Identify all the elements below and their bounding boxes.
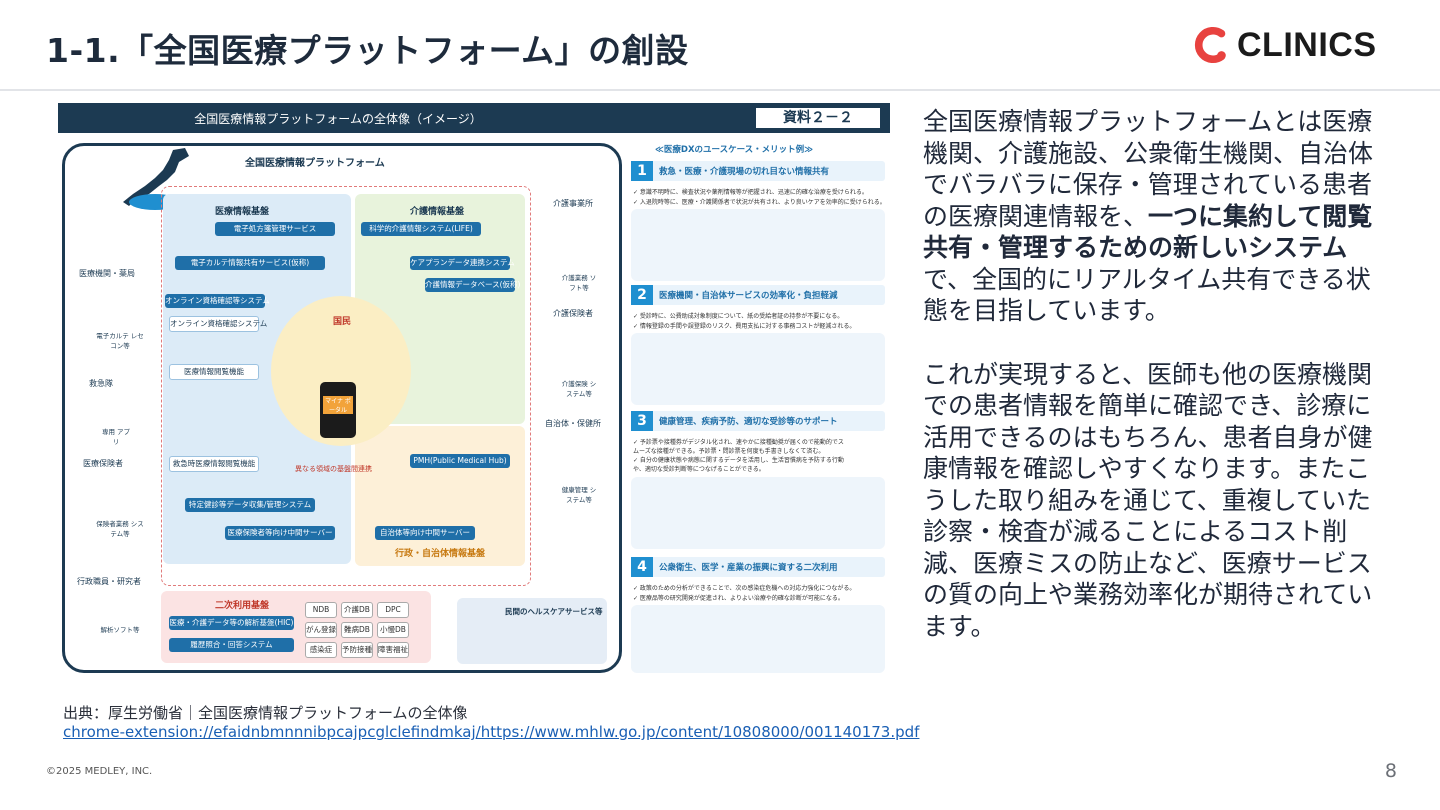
admin-box-1: PMH(Public Medical Hub) — [410, 454, 510, 468]
db-label-8: 予防接種 — [341, 642, 373, 658]
explanation-text: 全国医療情報プラットフォームとは医療機関、介護施設、公衆衛生機関、自治体でバラバ… — [923, 106, 1373, 642]
admin-box-2: 自治体等向け中間サーバー — [375, 526, 475, 540]
copyright: ©2025 MEDLEY, INC. — [46, 766, 153, 777]
paragraph-1-emphasis: 一つに集約して閲覧共有・管理するための新しいシステム — [923, 201, 1373, 263]
usecase-3-title: 健康管理、疾病予防、適切な受診等のサポート — [659, 417, 838, 427]
app-label: マイナ ポータル — [323, 396, 353, 414]
usecase-3-line-1: ✓ 予診票や接種券がデジタル化され、速やかに接種勧奨が届くので能動的でス — [633, 439, 844, 446]
db-label-2: 介護DB — [341, 602, 373, 618]
left-node-3: 医療保険者 — [83, 459, 123, 468]
usecase-4-illustration — [631, 605, 885, 673]
platform-label: 全国医療情報プラットフォーム — [245, 158, 385, 169]
figure-title-bar: 全国医療情報プラットフォームの全体像（イメージ） 資料２－２ — [58, 103, 890, 133]
secondary-box-1: 医療・介護データ等の解析基盤(HIC) — [169, 616, 294, 630]
medical-box-6: 救急時医療情報閲覧機能 — [169, 456, 259, 472]
header-divider — [0, 89, 1440, 91]
medical-base-label: 医療情報基盤 — [215, 207, 270, 217]
usecase-2-line-1: ✓ 受診時に、公費助成対象制度について、紙の受給者証の持参が不要になる。 — [633, 313, 844, 320]
figure-title: 全国医療情報プラットフォームの全体像（イメージ） — [194, 112, 482, 126]
usecase-1-illustration — [631, 209, 885, 281]
db-label-6: 小慢DB — [377, 622, 409, 638]
usecase-1-header: 1 救急・医療・介護現場の切れ目ない情報共有 — [631, 161, 885, 181]
db-label-7: 感染症 — [305, 642, 337, 658]
secondary-base-label: 二次利用基盤 — [215, 601, 270, 611]
private-service-label: 民間のヘルスケアサービス等 — [505, 607, 603, 616]
right-node-2: 介護保険者 — [553, 309, 593, 318]
logo-text: CLINICS — [1237, 25, 1377, 64]
device-label-3: 保険者業務 システム等 — [96, 520, 144, 538]
usecase-2-title: 医療機関・自治体サービスの効率化・負担軽減 — [659, 291, 838, 301]
usecase-heading: ≪医療DXのユースケース・メリット例≫ — [655, 145, 814, 155]
db-label-5: 難病DB — [341, 622, 373, 638]
usecase-3-line-2: ムーズな接種ができる。予診票・問診票を何度も手書きしなくて済む。 — [633, 448, 825, 455]
paragraph-1: 全国医療情報プラットフォームとは医療機関、介護施設、公衆衛生機関、自治体でバラバ… — [923, 106, 1373, 327]
linkage-label: 異なる領域の基盤間連携 — [295, 465, 372, 473]
usecase-1-line-1: ✓ 意識不明時に、検査状況や薬剤情報等が把握され、迅速に的確な治療を受けられる。 — [633, 189, 868, 196]
usecase-3-header: 3 健康管理、疾病予防、適切な受診等のサポート — [631, 411, 885, 431]
page-number: 8 — [1384, 760, 1397, 782]
admin-base-area — [355, 426, 525, 566]
paragraph-2: これが実現すると、医師も他の医療機関での患者情報を簡単に確認でき、診療に活用でき… — [923, 359, 1373, 641]
db-label-3: DPC — [377, 602, 409, 618]
db-label-4: がん登録 — [305, 622, 337, 638]
usecase-1-line-2: ✓ 入退院時等に、医療・介護関係者で状況が共有され、より良いケアを効率的に受けら… — [633, 199, 886, 206]
left-node-2: 救急隊 — [89, 379, 113, 388]
medical-box-5: 医療情報閲覧機能 — [169, 364, 259, 380]
secondary-box-2: 履歴照合・回答システム — [169, 638, 294, 652]
left-node-1: 医療機関・薬局 — [79, 269, 135, 278]
usecase-3-line-4: や、適切な受診判断等につなげることができる。 — [633, 466, 765, 473]
care-box-2: ケアプランデータ連携システム — [410, 256, 515, 270]
source-link[interactable]: chrome-extension://efaidnbmnnnibpcajpcgl… — [63, 723, 920, 741]
usecase-2-header: 2 医療機関・自治体サービスの効率化・負担軽減 — [631, 285, 885, 305]
usecase-4-number: 4 — [631, 557, 653, 577]
db-label-9: 障害福祉 — [377, 642, 409, 658]
device-label-5: 介護業務 ソフト等 — [561, 274, 597, 292]
usecase-4-line-2: ✓ 医療品等の研究開発が促進され、よりよい治療や的確な診断が可能になる。 — [633, 595, 844, 602]
page-title: 1-1.「全国医療プラットフォーム」の創設 — [46, 31, 689, 70]
medical-box-4: オンライン資格確認システム — [169, 316, 267, 332]
diagram-main-panel: 全国医療情報プラットフォーム 医療情報基盤 電子処方箋管理サービス 電子カルテ情… — [62, 143, 622, 673]
private-service-area — [457, 598, 607, 664]
medical-box-2: 電子カルテ情報共有サービス(仮称) — [175, 256, 325, 270]
paragraph-1-intro: 全国医療情報プラットフォームとは医療機関、介護施設、公衆衛生機関、自治体でバラバ… — [923, 107, 1374, 231]
usecase-3-number: 3 — [631, 411, 653, 431]
care-base-label: 介護情報基盤 — [410, 207, 465, 217]
device-label-6: 介護保険 システム等 — [561, 380, 597, 398]
paragraph-gap — [923, 327, 1373, 359]
clinics-logo: CLINICS — [1193, 25, 1377, 65]
usecase-3-line-3: ✓ 自分の健康状態や病態に関するデータを活用し、生活習慣病を予防する行動 — [633, 457, 844, 464]
device-label-4: 解析ソフト等 — [100, 626, 140, 634]
db-label-1: NDB — [305, 602, 337, 618]
platform-boundary — [161, 186, 531, 586]
source-label: 出典：厚生労働省｜全国医療情報プラットフォームの全体像 — [63, 704, 468, 722]
citizen-label: 国民 — [333, 317, 352, 327]
medical-box-7: 特定健診等データ収集/管理システム — [185, 498, 315, 512]
right-node-3: 自治体・保健所 — [545, 419, 601, 428]
admin-base-label: 行政・自治体情報基盤 — [395, 549, 486, 559]
usecase-1-title: 救急・医療・介護現場の切れ目ない情報共有 — [659, 167, 830, 177]
medical-box-8: 医療保険者等向け中間サーバー — [225, 526, 335, 540]
left-node-4: 行政職員・研究者 — [77, 577, 141, 586]
figure-badge: 資料２－２ — [754, 106, 882, 130]
usecase-2-line-2: ✓ 情報登録の手間や誤登録のリスク、費用支払に対する事務コストが軽減される。 — [633, 323, 856, 330]
usecase-4-title: 公衆衛生、医学・産業の振興に資する二次利用 — [659, 563, 838, 573]
medical-box-3: オンライン資格確認等システム — [165, 294, 270, 308]
device-label-7: 健康管理 システム等 — [561, 486, 597, 504]
medical-box-1: 電子処方箋管理サービス — [215, 222, 335, 236]
clinics-logo-icon — [1194, 26, 1226, 64]
usecase-4-header: 4 公衆衛生、医学・産業の振興に資する二次利用 — [631, 557, 885, 577]
usecase-4-line-1: ✓ 政策のための分析ができることで、次の感染症危機への対応力強化につながる。 — [633, 585, 856, 592]
care-box-1: 科学的介護情報システム(LIFE) — [361, 222, 481, 236]
device-label-1: 電子カルテ レセコン等 — [96, 332, 144, 350]
right-node-1: 介護事業所 — [553, 199, 593, 208]
usecase-panel: ≪医療DXのユースケース・メリット例≫ 1 救急・医療・介護現場の切れ目ない情報… — [625, 139, 890, 675]
usecase-1-number: 1 — [631, 161, 653, 181]
paragraph-1-end: で、全国的にリアルタイム共有できる状態を目指しています。 — [923, 264, 1371, 326]
usecase-2-number: 2 — [631, 285, 653, 305]
device-label-2: 専用 アプリ — [101, 428, 131, 446]
platform-diagram-figure: 全国医療情報プラットフォームの全体像（イメージ） 資料２－２ 全国医療情報プラッ… — [58, 103, 890, 675]
usecase-3-illustration — [631, 477, 885, 549]
usecase-2-illustration — [631, 333, 885, 405]
care-box-3: 介護情報データベース(仮称) — [425, 278, 520, 292]
